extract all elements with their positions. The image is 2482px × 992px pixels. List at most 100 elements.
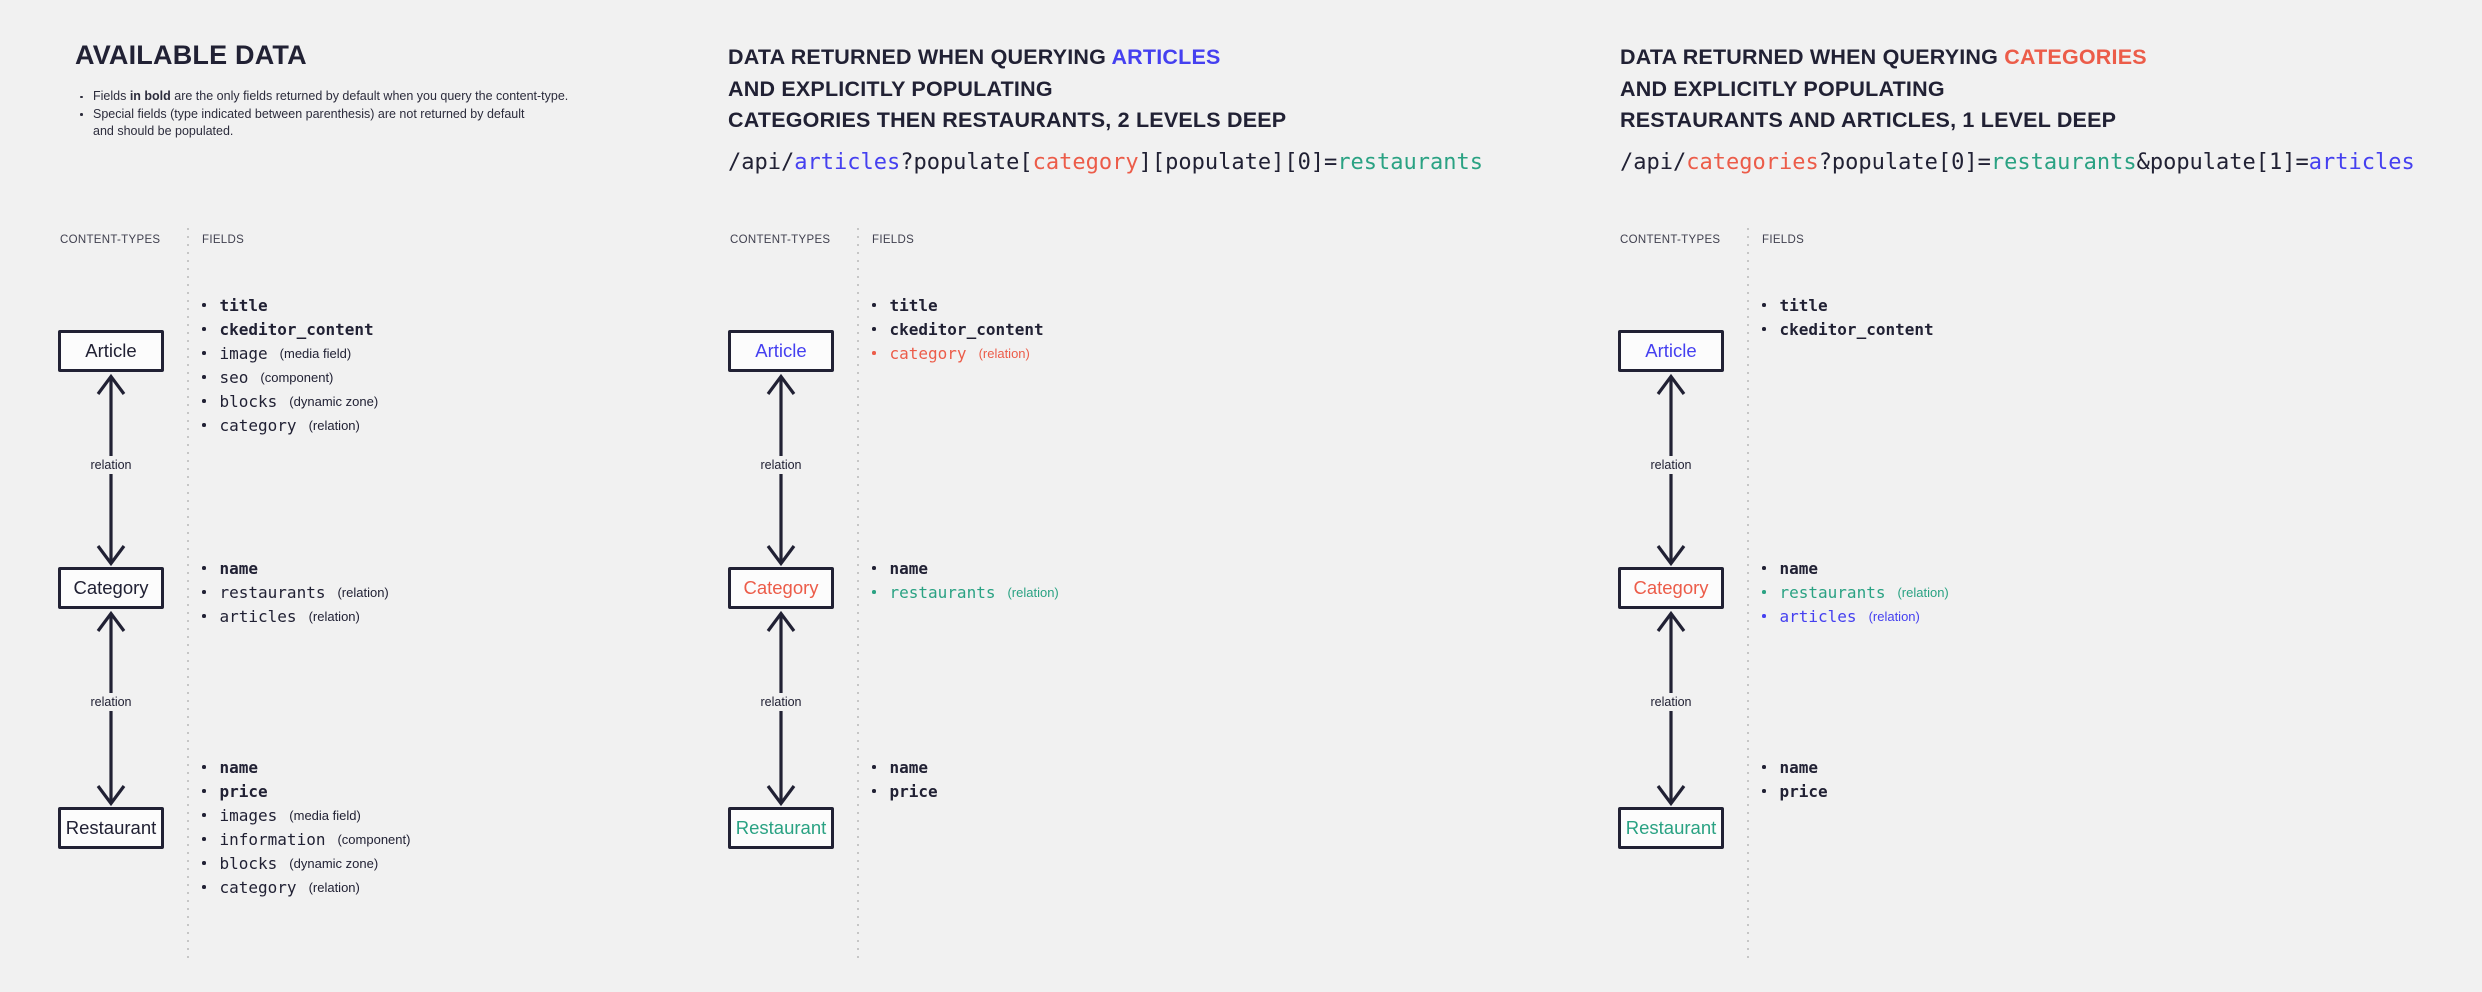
field-name: name: [1779, 558, 1819, 578]
bullet-dot: [80, 95, 83, 98]
bullet-dot: [872, 590, 876, 594]
field-item: category(relation): [872, 341, 1044, 365]
field-name: image: [219, 343, 268, 363]
content-type-label: Article: [1645, 340, 1697, 361]
title-text: RESTAURANTS AND ARTICLES, 1 LEVEL DEEP: [1620, 108, 2117, 132]
api-url: /api/categories?populate[0]=restaurants&…: [1620, 150, 2415, 176]
panel-title: AVAILABLE DATA: [75, 38, 307, 72]
bullet-dot: [1762, 327, 1766, 331]
field-type: (media field): [279, 345, 352, 361]
bullet-dot: [202, 399, 206, 403]
content-type-box-category: Category: [728, 567, 834, 609]
bullet-dot: [202, 837, 206, 841]
field-type: (media field): [289, 807, 361, 823]
content-type-label: Restaurant: [65, 817, 157, 838]
bullet-dot: [202, 861, 206, 865]
api-url-segment: ][populate][0]=: [1138, 150, 1338, 175]
field-type: (relation): [978, 345, 1030, 361]
content-type-box-restaurant: Restaurant: [728, 807, 834, 849]
title-text: ARTICLES: [1111, 45, 1221, 69]
content-type-box-article: Article: [1618, 330, 1724, 372]
content-types-header: CONTENT-TYPES: [1620, 234, 1721, 246]
field-item: title: [202, 293, 378, 317]
field-name: price: [1779, 781, 1828, 801]
field-item: seo(component): [202, 365, 378, 389]
api-url-segment: restaurants: [1337, 150, 1484, 175]
field-item: restaurants (relation): [202, 580, 389, 604]
content-type-label: Restaurant: [1625, 817, 1717, 838]
field-item: blocks(dynamic zone): [202, 851, 410, 875]
bullet-dot: [1762, 590, 1766, 594]
field-item: name: [202, 556, 389, 580]
fields-header: FIELDS: [1762, 234, 1805, 246]
field-name: restaurants: [219, 582, 326, 602]
panel-title-line: DATA RETURNED WHEN QUERYING ARTICLES: [728, 42, 1286, 74]
field-name: name: [219, 757, 259, 777]
field-name: images: [219, 805, 278, 825]
note-item: Fields in bold are the only fields retur…: [77, 88, 568, 106]
bullet-dot: [1762, 566, 1766, 570]
note-text: in bold: [129, 89, 171, 103]
title-text: AND EXPLICITLY POPULATING: [728, 76, 1053, 101]
field-item: name: [872, 755, 938, 779]
field-type: (relation): [308, 417, 360, 433]
bullet-dot: [202, 614, 206, 618]
field-name: blocks: [219, 853, 278, 873]
field-type: (relation): [337, 584, 389, 600]
field-name: ckeditor_content: [1779, 319, 1934, 339]
field-type: (relation): [1868, 608, 1920, 624]
title-text: CATEGORIES: [2004, 45, 2147, 69]
field-item: name: [1762, 556, 1949, 580]
field-type: (relation): [1897, 584, 1949, 600]
field-item: ckeditor_content: [1762, 317, 1934, 341]
api-url: /api/articles?populate[category][populat…: [728, 150, 1483, 176]
field-item: restaurants(relation): [1762, 580, 1949, 604]
content-type-box-article: Article: [58, 330, 164, 372]
bullet-dot: [202, 423, 206, 427]
title-text: CATEGORIES THEN RESTAURANTS, 2 LEVELS DE…: [728, 108, 1287, 132]
api-url-segment: restaurants: [1990, 150, 2137, 175]
content-type-label: Article: [85, 340, 137, 361]
api-url-segment: category: [1032, 150, 1139, 175]
field-item: restaurants(relation): [872, 580, 1059, 604]
bullet-dot: [1762, 765, 1766, 769]
bullet-dot: [202, 303, 206, 307]
field-item: articles(relation): [202, 604, 389, 628]
field-name: name: [219, 558, 259, 578]
content-types-header: CONTENT-TYPES: [730, 234, 831, 246]
field-item: title: [872, 293, 1044, 317]
column-divider: [857, 228, 859, 958]
note-text: are the only fields returned by default …: [170, 89, 569, 103]
bullet-dot: [1762, 789, 1766, 793]
field-item: price: [202, 779, 410, 803]
field-name: price: [889, 781, 938, 801]
field-type: (relation): [308, 608, 360, 624]
title-text: DATA RETURNED WHEN QUERYING: [728, 45, 1112, 69]
panel-title-line: DATA RETURNED WHEN QUERYING CATEGORIES: [1620, 42, 2147, 74]
api-url-segment: &populate[1]=: [2136, 150, 2309, 175]
field-type: (dynamic zone): [289, 393, 379, 409]
content-type-label: Restaurant: [735, 817, 827, 838]
field-item: ckeditor_content: [202, 317, 378, 341]
field-item: name: [1762, 755, 1828, 779]
api-url-segment: /api/: [728, 150, 795, 175]
note-text: Special fields (type indicated between p…: [93, 106, 525, 121]
panel-title-line: AND EXPLICITLY POPULATING: [728, 74, 1286, 106]
title-text: AND EXPLICITLY POPULATING: [1620, 76, 1945, 101]
bullet-dot: [202, 351, 206, 355]
field-name: blocks: [219, 391, 278, 411]
field-name: information: [219, 829, 326, 849]
fields-header: FIELDS: [872, 234, 915, 246]
relation-label: relation: [741, 693, 821, 711]
note-item: and should be populated.: [77, 123, 568, 141]
field-item: category(relation): [202, 875, 410, 899]
bullet-dot: [1762, 614, 1766, 618]
field-name: name: [889, 558, 929, 578]
